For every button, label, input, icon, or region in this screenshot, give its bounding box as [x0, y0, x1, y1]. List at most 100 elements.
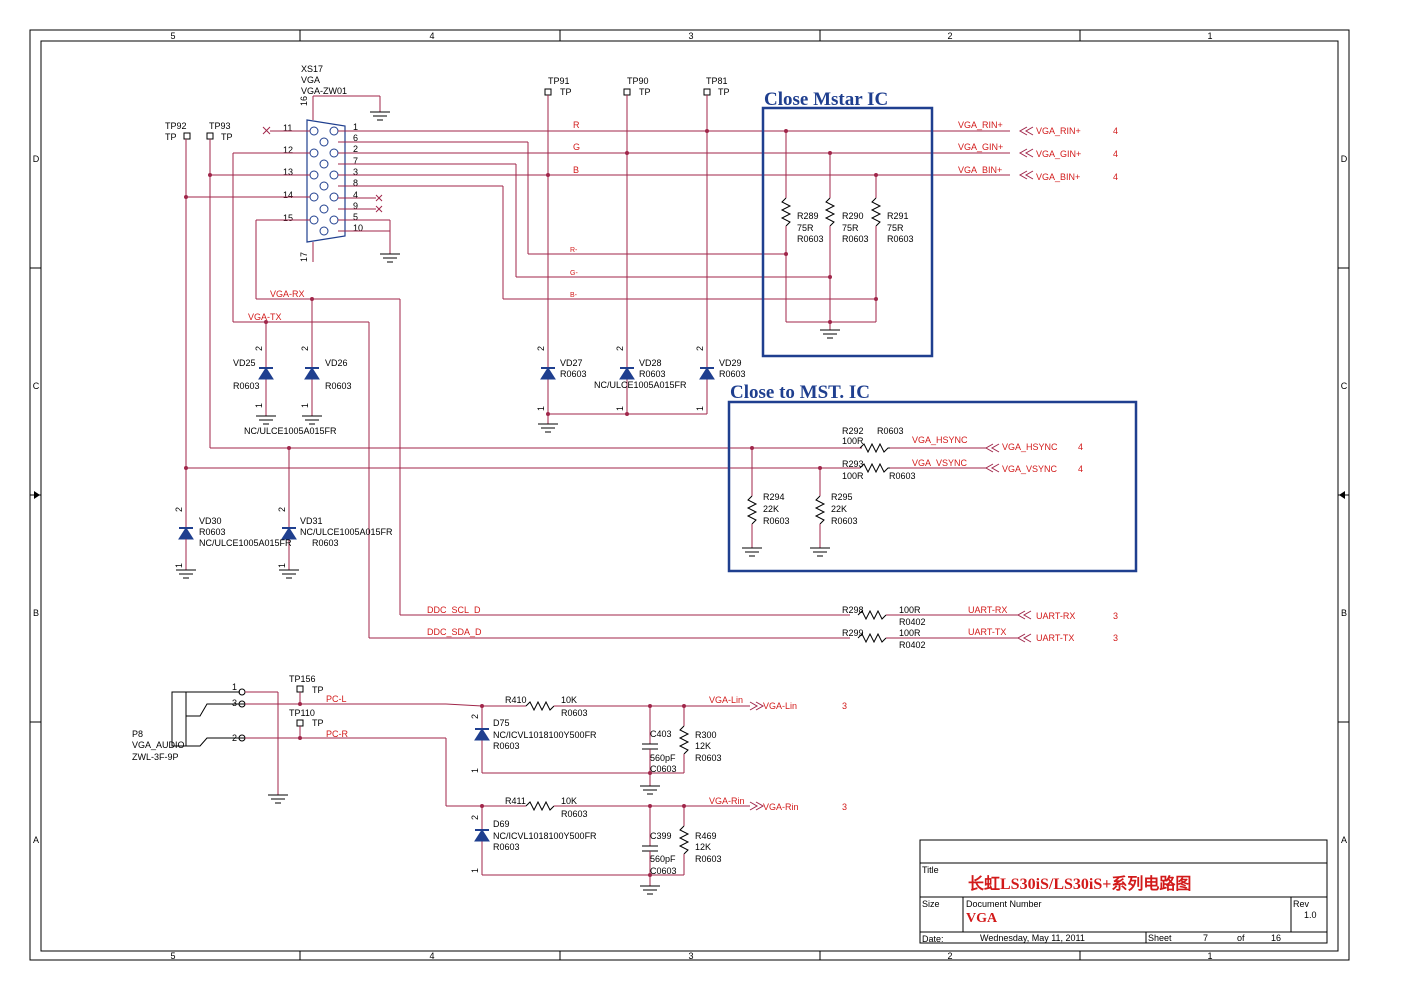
pin-number: 2 [470, 815, 480, 820]
port-label: VGA_GIN+ [1036, 149, 1081, 159]
resistor-package: R0603 [877, 426, 904, 436]
testpoint-val: TP [312, 685, 324, 695]
port-vga-hsync: VGA_HSYNC 4 [890, 442, 1083, 453]
total-sheets: 16 [1271, 933, 1281, 943]
diode-ref: VD31 [300, 516, 323, 526]
diode-ref: VD28 [639, 358, 662, 368]
pin-number: 2 [277, 507, 287, 512]
net-label-g: G [573, 142, 580, 152]
part-note: NC/ULCE1005A015FR [199, 538, 292, 548]
sheet-frame [29, 29, 1350, 961]
part-note: NC/ULCE1005A015FR [594, 380, 687, 390]
port-sheet-ref: 4 [1078, 442, 1083, 452]
row-label-right: B [1341, 608, 1347, 618]
diode-ref: VD27 [560, 358, 583, 368]
resistor-value: 10K [561, 695, 577, 705]
port-vga-lin: VGA-Lin 3 [749, 701, 847, 711]
ddc-resistors: R298 100R R0402 R299 100R R0402 [842, 605, 926, 650]
pin-number: 2 [615, 346, 625, 351]
resistor-value: 22K [763, 504, 779, 514]
diode-vd30: VD30 R0603 NC/ULCE1005A015FR 2 1 [174, 507, 292, 579]
pin-number: 4 [353, 190, 358, 200]
box-title: Close Mstar IC [764, 89, 888, 110]
size-label: Size [922, 899, 940, 909]
col-label-bottom: 1 [1207, 951, 1212, 961]
port-sheet-ref: 3 [842, 802, 847, 812]
net-label-r: R [573, 120, 580, 130]
jack-pin: 2 [232, 733, 237, 743]
capacitor-ref: C399 [650, 831, 672, 841]
testpoint-ref: TP93 [209, 121, 231, 131]
net-label-pc-r: PC-R [326, 729, 348, 739]
pin-number: 8 [353, 178, 358, 188]
row-label-right: C [1341, 381, 1348, 391]
diode-package: R0603 [719, 369, 746, 379]
pin-number: 2 [695, 346, 705, 351]
testpoint-pad [623, 88, 631, 96]
pin-number: 11 [283, 123, 292, 133]
resistor-value: 100R [899, 628, 921, 638]
title-block: Title 长虹LS30iS/LS30iS+系列电路图 Size Documen… [919, 839, 1328, 944]
pin-number: 6 [353, 133, 358, 143]
port-sheet-ref: 3 [1113, 633, 1118, 643]
row-label-left: B [33, 608, 39, 618]
close-mstar-box: Close Mstar IC R289 75R R0603 R290 75R R… [761, 89, 934, 358]
testpoint-val: TP [312, 718, 324, 728]
diode-vd26: VD26 R0603 2 1 [300, 346, 352, 425]
net-label-vsync: VGA_VSYNC [912, 458, 968, 468]
resistor-package: R0603 [887, 234, 914, 244]
port-sheet-ref: 3 [842, 701, 847, 711]
port-vga-vsync: VGA_VSYNC 4 [890, 463, 1083, 474]
pin-number: 1 [615, 406, 625, 411]
net-label-r-minus: R- [570, 247, 578, 254]
box-title: Close to MST. IC [730, 382, 870, 403]
connector-part: VGA-ZW01 [301, 86, 347, 96]
close-mst-box: Close to MST. IC R292 100R R0603 R293 10… [727, 382, 1138, 573]
connector-pin17: 17 [299, 252, 309, 262]
jack-name: VGA_AUDIO [132, 740, 185, 750]
jack-pin: 1 [232, 682, 237, 692]
net-label-vga-tx: VGA-TX [248, 312, 282, 322]
net-label-gin: VGA_GIN+ [958, 142, 1003, 152]
pin-number: 10 [353, 223, 363, 233]
testpoint-pad [296, 719, 304, 727]
port-sheet-ref: 4 [1113, 126, 1118, 136]
diode-vd27: VD27 R0603 2 1 [536, 346, 587, 411]
resistor-ref: R291 [887, 211, 909, 221]
part-note: NC/ULCE1005A015FR [300, 527, 393, 537]
diode-package: R0603 [493, 741, 520, 751]
pin-number: 1 [353, 122, 358, 132]
diode-ref: VD25 [233, 358, 256, 368]
diode-package: R0603 [325, 381, 352, 391]
connector-ref: XS17 [301, 64, 323, 74]
junctions [184, 129, 878, 877]
capacitor-ref: C403 [650, 729, 672, 739]
title-label: Title [922, 865, 939, 875]
net-label-rin: VGA_RIN+ [958, 120, 1003, 130]
testpoint-ref: TP110 [289, 708, 315, 718]
port-uart-rx: UART-RX 3 [886, 610, 1118, 621]
part-note: NC/ICVL1018100Y500FR [493, 730, 597, 740]
diode-ref: VD30 [199, 516, 222, 526]
resistor-value: 75R [887, 223, 904, 233]
resistor-ref: R293 [842, 459, 864, 469]
net-label-hsync: VGA_HSYNC [912, 435, 968, 445]
resistor-ref: R299 [842, 628, 864, 638]
capacitor-package: C0603 [650, 764, 677, 774]
pin-number: 12 [283, 145, 293, 155]
pin-number: 2 [254, 346, 264, 351]
pin-number: 1 [470, 768, 480, 773]
row-label-left: A [33, 835, 39, 845]
testpoint-ref: TP156 [289, 674, 316, 684]
resistor-package: R0603 [797, 234, 824, 244]
document-number-label: Document Number [966, 899, 1042, 909]
net-label-ddc-sda: DDC_SDA_D [427, 627, 482, 637]
resistor-value: 75R [797, 223, 814, 233]
port-sheet-ref: 4 [1078, 464, 1083, 474]
col-label-bottom: 3 [688, 951, 693, 961]
resistor-ref: R410 [505, 695, 527, 705]
pin-number: 3 [353, 167, 358, 177]
pin-number: 15 [283, 213, 293, 223]
tvs-diodes: VD25 R0603 2 1 VD26 R0603 2 1 NC/ULCE100… [174, 346, 746, 579]
